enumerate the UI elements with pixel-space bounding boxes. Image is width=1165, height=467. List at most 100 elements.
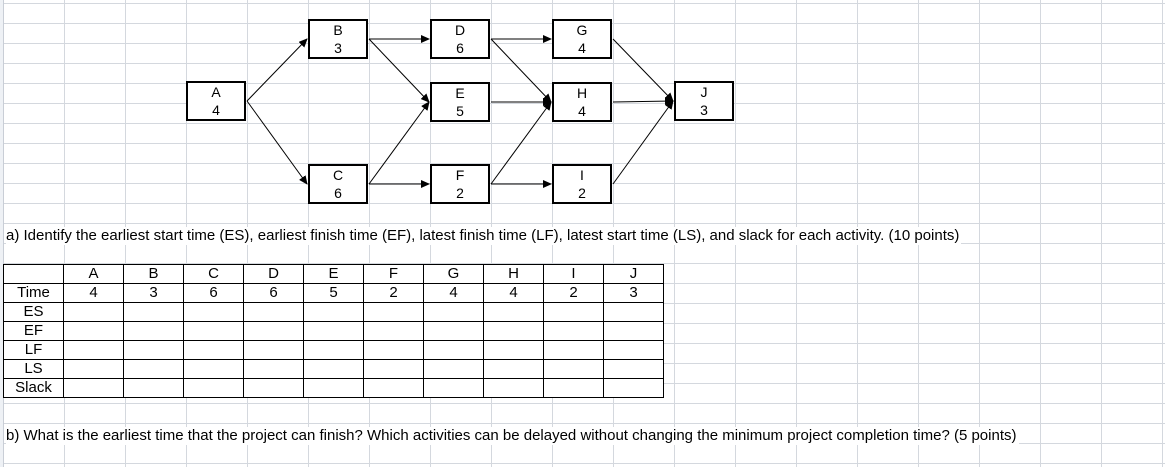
table-cell[interactable] — [123, 321, 184, 341]
row-label[interactable]: LS — [3, 359, 64, 379]
table-cell[interactable] — [423, 378, 484, 398]
header-cell[interactable]: I — [543, 264, 604, 284]
activity-time: 3 — [334, 40, 342, 56]
table-cell[interactable] — [243, 340, 304, 360]
table-cell[interactable] — [303, 359, 364, 379]
table-cell[interactable] — [63, 340, 124, 360]
table-cell[interactable] — [63, 302, 124, 322]
sheet-left-edge — [0, 0, 4, 467]
table-cell[interactable] — [303, 378, 364, 398]
table-cell[interactable] — [63, 378, 124, 398]
table-row: LF — [3, 340, 664, 360]
arrow-g-j — [612, 38, 674, 102]
table-cell[interactable] — [543, 340, 604, 360]
table-cell[interactable] — [603, 302, 664, 322]
activity-time: 4 — [578, 40, 586, 56]
table-cell[interactable] — [123, 359, 184, 379]
arrow-b-e — [368, 38, 430, 103]
activity-name: H — [576, 85, 588, 101]
arrow-c-e — [368, 101, 430, 185]
table-cell[interactable] — [483, 378, 544, 398]
header-cell[interactable]: E — [303, 264, 364, 284]
table-cell[interactable] — [123, 378, 184, 398]
table-cell[interactable] — [243, 378, 304, 398]
table-cell[interactable] — [243, 321, 304, 341]
table-cell[interactable]: 3 — [603, 283, 664, 303]
table-cell[interactable] — [183, 378, 244, 398]
table-cell[interactable]: 6 — [243, 283, 304, 303]
activity-name: J — [700, 84, 708, 100]
activity-name: E — [455, 85, 465, 101]
table-cell[interactable] — [483, 302, 544, 322]
table-cell[interactable] — [363, 359, 424, 379]
table-cell[interactable] — [183, 321, 244, 341]
table-cell[interactable] — [483, 321, 544, 341]
table-cell[interactable] — [363, 321, 424, 341]
row-label[interactable]: LF — [3, 340, 64, 360]
row-label[interactable]: Slack — [3, 378, 64, 398]
table-cell[interactable]: 6 — [183, 283, 244, 303]
activity-time: 3 — [700, 102, 708, 118]
table-cell[interactable] — [423, 340, 484, 360]
activity-name: C — [332, 167, 344, 183]
table-cell[interactable] — [603, 359, 664, 379]
activity-time: 2 — [578, 185, 586, 201]
table-cell[interactable] — [123, 340, 184, 360]
table-cell[interactable] — [363, 340, 424, 360]
row-label[interactable]: Time — [3, 283, 64, 303]
table-cell[interactable]: 2 — [543, 283, 604, 303]
activity-name: F — [455, 167, 465, 183]
arrow-h-j — [612, 97, 674, 106]
header-cell[interactable]: A — [63, 264, 124, 284]
table-cell[interactable] — [183, 359, 244, 379]
header-cell[interactable]: B — [123, 264, 184, 284]
table-cell[interactable] — [483, 340, 544, 360]
table-cell[interactable] — [603, 340, 664, 360]
table-cell[interactable] — [483, 359, 544, 379]
table-cell[interactable] — [603, 321, 664, 341]
table-cell[interactable] — [183, 302, 244, 322]
table-cell[interactable] — [243, 302, 304, 322]
table-cell[interactable] — [303, 340, 364, 360]
table-cell[interactable] — [603, 378, 664, 398]
table-cell[interactable] — [123, 302, 184, 322]
table-cell[interactable] — [543, 378, 604, 398]
table-cell[interactable] — [423, 302, 484, 322]
table-cell[interactable]: 3 — [123, 283, 184, 303]
table-cell[interactable] — [423, 359, 484, 379]
header-cell[interactable]: G — [423, 264, 484, 284]
table-cell[interactable] — [363, 378, 424, 398]
table-cell[interactable] — [303, 302, 364, 322]
table-cell[interactable] — [63, 359, 124, 379]
table-cell[interactable]: 5 — [303, 283, 364, 303]
header-cell[interactable]: F — [363, 264, 424, 284]
table-cell[interactable]: 4 — [483, 283, 544, 303]
table-cell[interactable] — [63, 321, 124, 341]
header-cell[interactable]: D — [243, 264, 304, 284]
row-label[interactable]: EF — [3, 321, 64, 341]
table-cell[interactable] — [243, 359, 304, 379]
header-cell[interactable]: C — [183, 264, 244, 284]
table-cell[interactable] — [543, 302, 604, 322]
table-cell[interactable] — [183, 340, 244, 360]
row-label[interactable]: ES — [3, 302, 64, 322]
edge-layer — [246, 35, 674, 188]
header-cell[interactable]: J — [603, 264, 664, 284]
table-cell[interactable] — [303, 321, 364, 341]
table-cell[interactable] — [543, 359, 604, 379]
table-corner-cell[interactable] — [3, 264, 64, 284]
table-cell[interactable] — [423, 321, 484, 341]
table-cell[interactable] — [543, 321, 604, 341]
table-cell[interactable]: 2 — [363, 283, 424, 303]
table-cell[interactable]: 4 — [63, 283, 124, 303]
header-cell[interactable]: H — [483, 264, 544, 284]
table-cell[interactable] — [363, 302, 424, 322]
table-cell[interactable]: 4 — [423, 283, 484, 303]
